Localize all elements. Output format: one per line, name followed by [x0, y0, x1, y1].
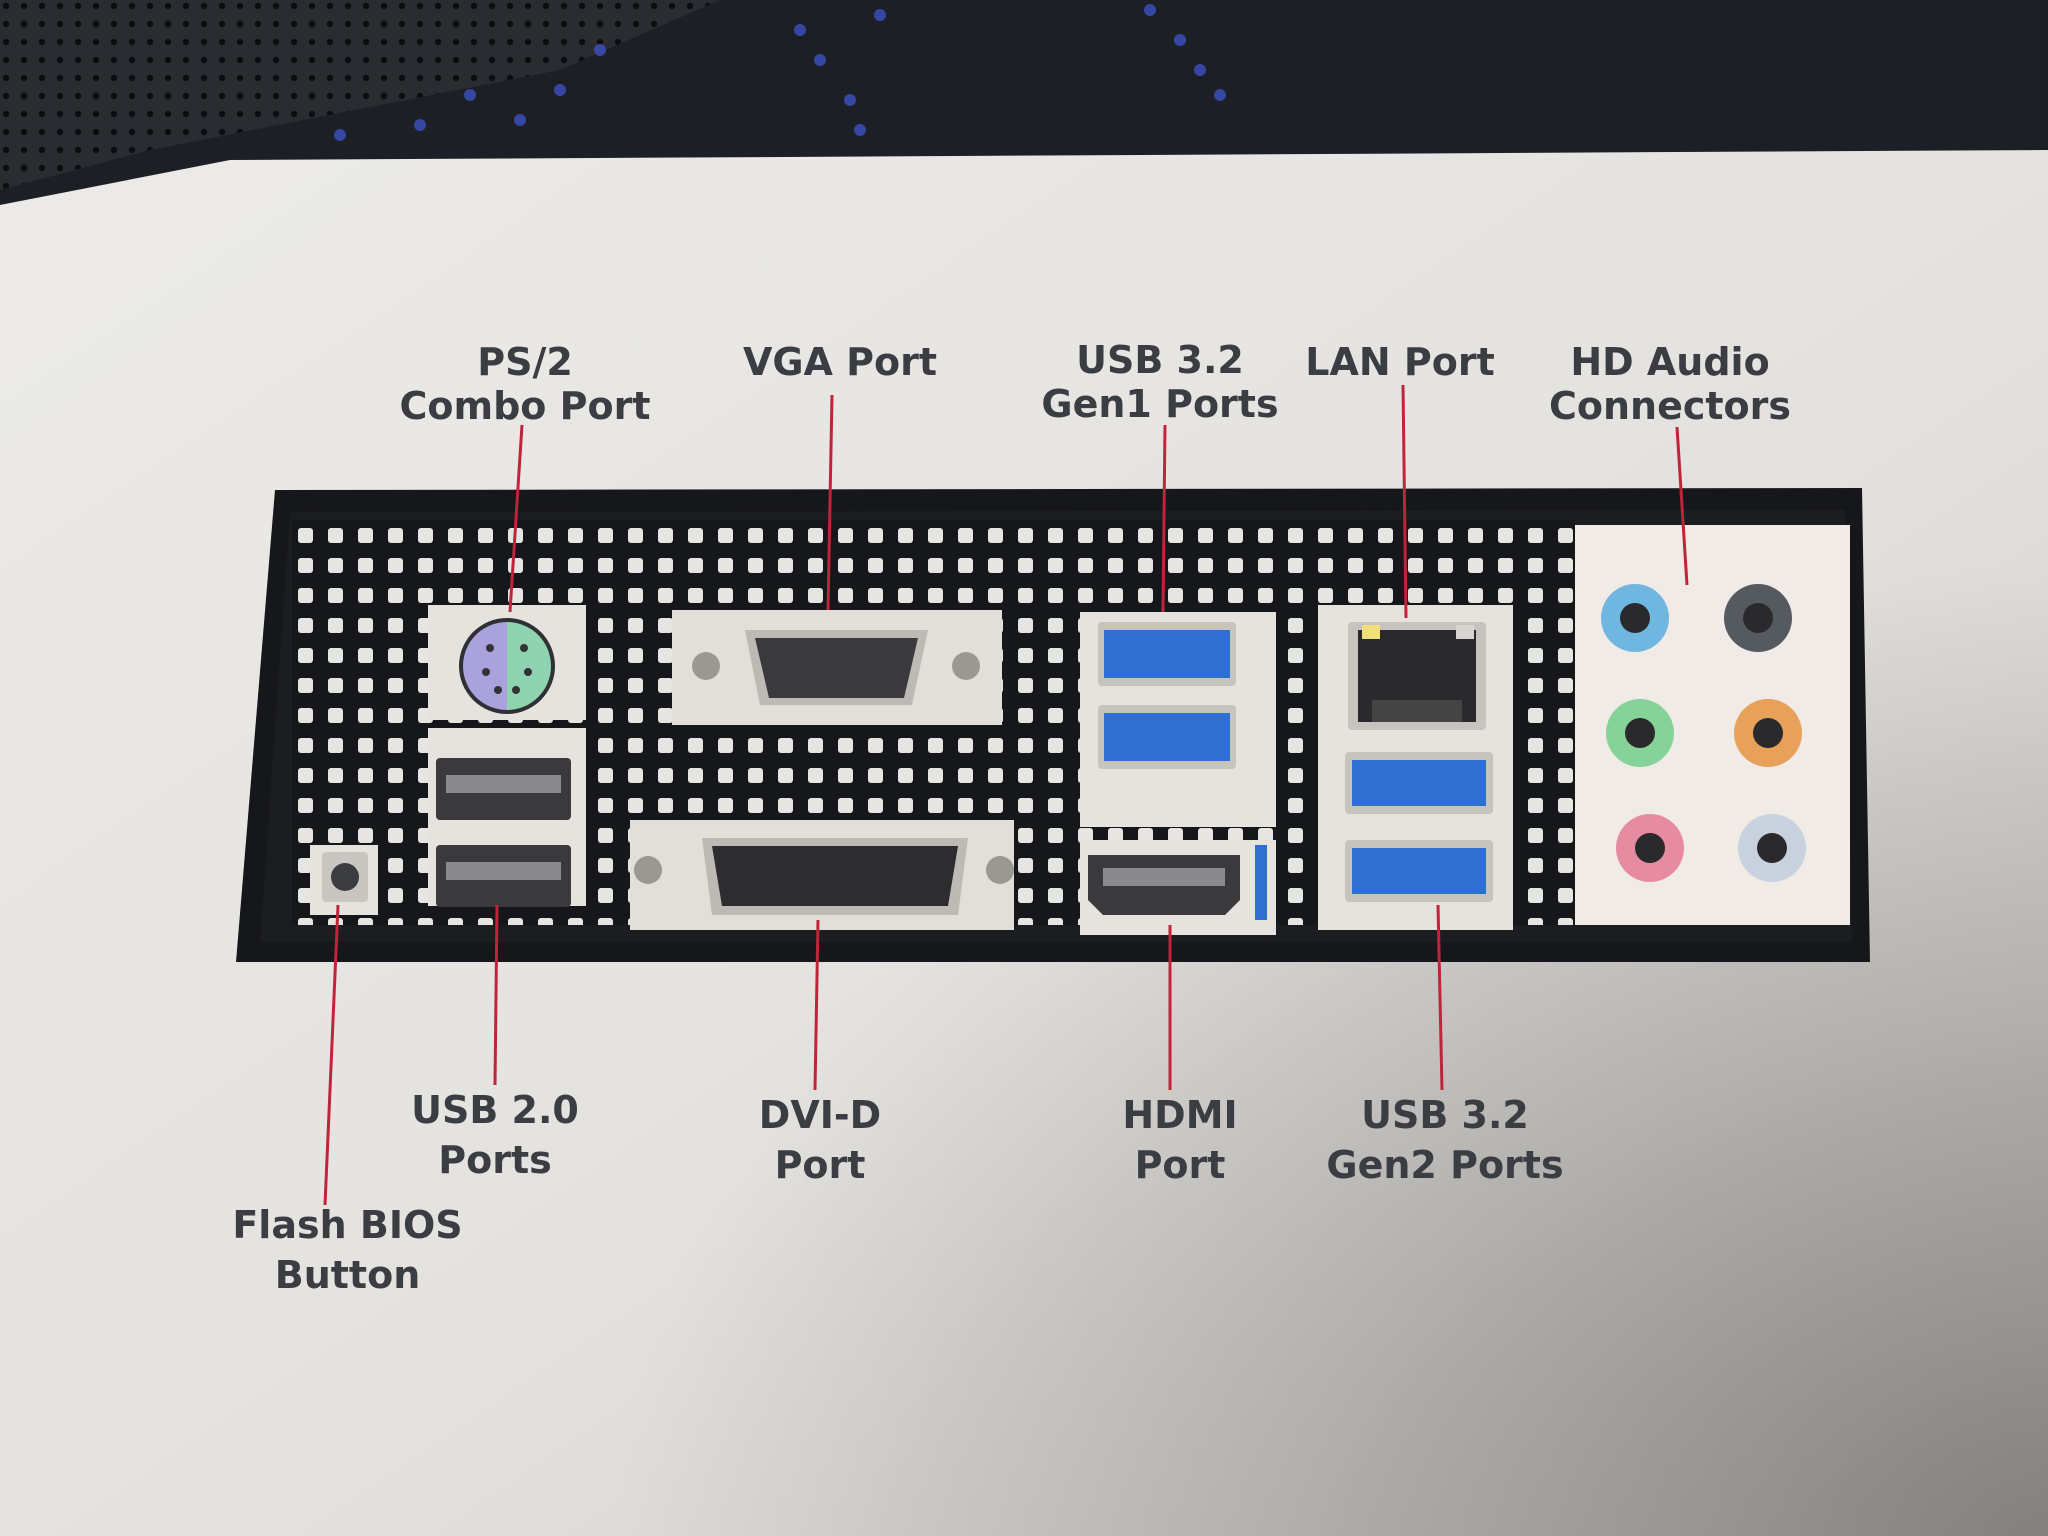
leader-lines [323, 384, 1689, 1206]
vga-port-icon [672, 610, 1002, 725]
ps2-label-line2: Combo Port [399, 384, 651, 428]
vga-label-line1: VGA Port [742, 340, 938, 384]
usb20-label-line1: USB 2.0 [411, 1088, 579, 1132]
ps2-combo-port-icon [428, 605, 586, 720]
usb-gen1-label-line1: USB 3.2 [1076, 338, 1244, 382]
ps2-label-line1: PS/2 [477, 340, 573, 384]
bios-label-line1: Flash BIOS [232, 1203, 463, 1247]
usb-3-2-gen1-label: USB 3.2 Gen1 Ports [1035, 338, 1285, 426]
lan-label-line1: LAN Port [1305, 340, 1495, 384]
usb-gen2-label-line1: USB 3.2 [1361, 1093, 1529, 1137]
dvid-label-line1: DVI-D [758, 1093, 882, 1137]
hd-audio-connectors-label: HD Audio Connectors [1545, 340, 1795, 428]
audio-jack-icon [1601, 584, 1806, 882]
audio-label-line2: Connectors [1548, 384, 1792, 428]
mousepad-blue-dots [334, 4, 1226, 141]
hd-audio-connectors [1575, 525, 1850, 925]
usb-3-2-gen2-ports [1345, 752, 1493, 902]
hdmi-label-line1: HDMI [1122, 1093, 1238, 1137]
usb-2-0-ports-label: USB 2.0 Ports [390, 1085, 600, 1185]
hdmi-port-label: HDMI Port [1075, 1090, 1285, 1190]
bios-label-line2: Button [274, 1253, 421, 1297]
usb-2-0-ports [428, 728, 586, 907]
dvi-d-port-label: DVI-D Port [715, 1090, 925, 1190]
flash-bios-button-icon [310, 845, 378, 915]
audio-label-line1: HD Audio [1570, 340, 1770, 384]
hdmi-label-line2: Port [1134, 1143, 1226, 1187]
usb-gen1-label-line2: Gen1 Ports [1041, 382, 1279, 426]
usb20-label-line2: Ports [438, 1138, 552, 1182]
usb-gen2-label-line2: Gen2 Ports [1326, 1143, 1564, 1187]
dvid-label-line2: Port [774, 1143, 866, 1187]
usb-3-2-gen2-label: USB 3.2 Gen2 Ports [1310, 1090, 1580, 1190]
lan-port-label: LAN Port [1295, 340, 1505, 384]
flash-bios-button-label: Flash BIOS Button [220, 1200, 475, 1300]
vga-port-label: VGA Port [730, 340, 950, 384]
dvi-d-port-icon [630, 820, 1014, 930]
usb-3-2-gen1-ports [1080, 612, 1276, 827]
ps2-combo-port-label: PS/2 Combo Port [395, 340, 655, 428]
hdmi-port-icon [1080, 840, 1276, 935]
